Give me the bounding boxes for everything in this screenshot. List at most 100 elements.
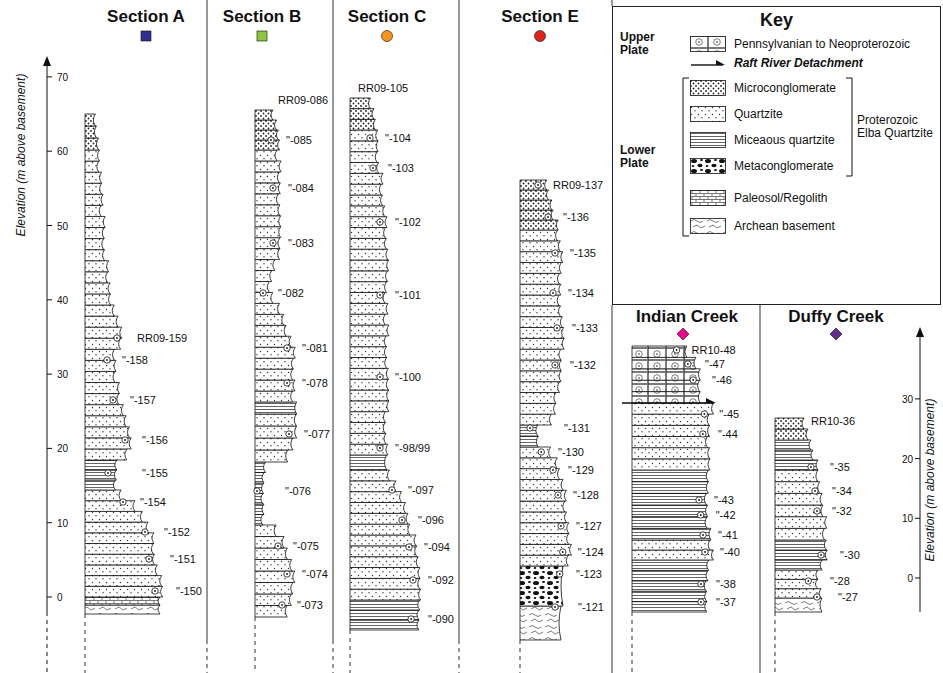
sample-marker (106, 359, 108, 361)
axis-tick-label: 40 (57, 294, 68, 305)
sample-marker (698, 581, 704, 587)
sample-marker (529, 427, 531, 429)
bed (255, 161, 281, 172)
sample-marker (673, 347, 679, 353)
bed (520, 501, 565, 512)
sample-marker (104, 357, 110, 363)
sample-marker (377, 374, 383, 380)
legend-row: Miceaous quartzite (690, 132, 835, 148)
axis-tick (47, 151, 52, 152)
sample-label: "-133 (572, 322, 598, 334)
sample-marker (552, 292, 554, 294)
sample-marker (286, 573, 288, 575)
sample-label: "-085 (286, 134, 312, 146)
bed (775, 598, 822, 612)
frame (43, 0, 924, 673)
sample-marker (816, 510, 818, 512)
sample-marker (703, 413, 705, 415)
sample-marker (122, 501, 124, 503)
bed (85, 480, 115, 490)
sample-marker (272, 187, 274, 189)
bed (85, 501, 135, 512)
bed (632, 581, 706, 591)
bed (775, 440, 811, 450)
bed (350, 217, 387, 228)
legend-swatch (690, 158, 726, 174)
bed (85, 216, 105, 227)
sample-marker (545, 214, 551, 220)
bed (632, 380, 700, 391)
bed (85, 205, 101, 216)
sample-label: "-156 (142, 434, 168, 446)
column-baseline (255, 617, 256, 673)
sample-marker (260, 290, 266, 296)
swatch-fill (691, 159, 726, 174)
detachment-line (622, 402, 714, 403)
sample-label: "-34 (832, 485, 852, 497)
sample-marker (281, 604, 283, 606)
bed (85, 470, 116, 480)
sample-marker (148, 558, 150, 560)
sample-marker (391, 489, 393, 491)
sample-marker (559, 573, 561, 575)
sample-label: "-27 (838, 591, 858, 603)
plate-label: Lower Plate (620, 144, 672, 170)
sample-marker (557, 571, 563, 577)
bed (255, 525, 276, 537)
sample-label: "-150 (176, 585, 202, 597)
bed (520, 306, 561, 317)
bed (255, 494, 263, 505)
bed (632, 414, 709, 425)
bed (255, 369, 293, 380)
bed (350, 163, 379, 174)
sample-label: "-094 (424, 541, 450, 553)
bed (520, 512, 567, 523)
bed (255, 216, 281, 227)
sample-marker (527, 425, 533, 431)
bed (85, 554, 155, 565)
bed (350, 347, 386, 358)
panel-divider (333, 640, 334, 673)
bed (85, 565, 157, 576)
sample-marker (107, 472, 109, 474)
sample-label: "-40 (720, 546, 740, 558)
bed (255, 238, 280, 249)
legend-swatch (690, 218, 726, 234)
bed (520, 566, 563, 606)
bed (85, 183, 102, 194)
bed (350, 195, 383, 206)
bed (520, 544, 572, 555)
swatch-fill (691, 219, 726, 234)
column-baseline (85, 614, 86, 673)
sample-label: "-45 (719, 408, 739, 420)
section-title: Section C (348, 8, 426, 27)
bed (255, 358, 293, 369)
sample-label: "-158 (122, 354, 148, 366)
sample-marker (284, 380, 290, 386)
panel-divider (207, 640, 208, 673)
axis-tick (915, 398, 920, 399)
axis-tick-label: 60 (57, 146, 68, 157)
sample-label: "-078 (302, 377, 328, 389)
bed (85, 586, 163, 597)
sample-marker (401, 519, 403, 521)
bed (350, 444, 388, 455)
axis-tick-label: 0 (907, 573, 913, 584)
axis-arrow (916, 327, 924, 337)
legend-row: Raft River Detachment (690, 55, 863, 71)
bed (85, 138, 98, 150)
sample-marker (702, 534, 704, 536)
bed (255, 325, 286, 336)
bed (255, 473, 264, 484)
bed (775, 528, 824, 540)
bed (520, 447, 551, 458)
bed (85, 272, 108, 283)
bed (520, 295, 559, 306)
bed (520, 200, 552, 210)
sample-label: "-35 (830, 461, 850, 473)
sample-marker (557, 494, 559, 496)
detachment-symbol (690, 55, 726, 71)
bed (775, 550, 827, 560)
detachment-arrow (706, 398, 716, 403)
sample-label: "-096 (418, 514, 444, 526)
